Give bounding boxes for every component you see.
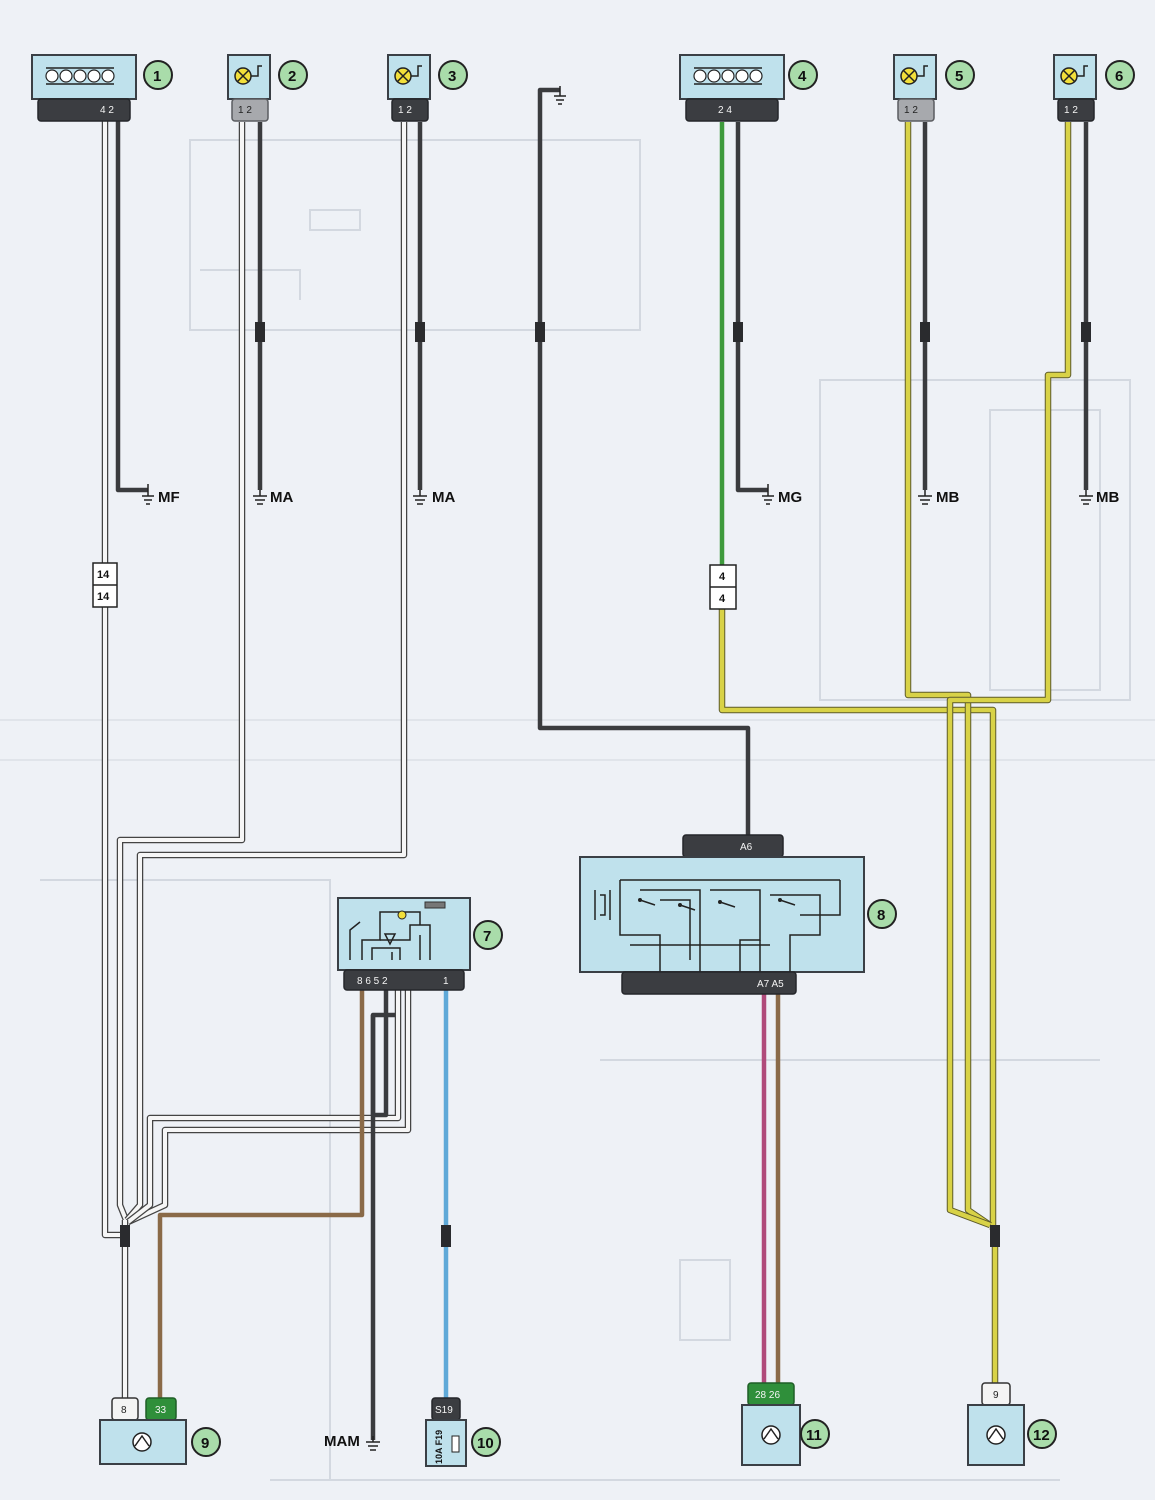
ground-top xyxy=(554,86,566,105)
pin-label: A6 xyxy=(740,842,753,853)
pin-label: 8 xyxy=(121,1405,127,1416)
badge-circle xyxy=(191,1427,221,1457)
bulb-cluster-icon xyxy=(45,67,115,85)
component-number: 7 xyxy=(483,928,491,945)
bulb-icon xyxy=(394,65,422,85)
splice xyxy=(415,322,425,342)
component-2: 1 2 2 xyxy=(227,54,308,122)
badge-circle xyxy=(473,920,503,950)
ground-mg: MG xyxy=(762,484,802,506)
component-7: 8 6 5 2 1 7 xyxy=(337,897,503,991)
component-1: 4 2 1 xyxy=(31,54,173,122)
pin-label: 9 xyxy=(993,1390,999,1401)
pin-label: 1 2 xyxy=(904,105,918,116)
pin-label: 1 xyxy=(443,976,449,987)
ground-mam: MAM xyxy=(324,1433,380,1451)
component-5: 1 2 5 xyxy=(893,54,975,122)
bulb-icon xyxy=(1060,65,1088,85)
bulb-cluster-icon xyxy=(693,67,763,85)
component-number: 4 xyxy=(798,68,807,85)
inline-pin-label: 14 xyxy=(97,591,110,603)
pin-label: 2 4 xyxy=(718,105,732,116)
splice xyxy=(535,322,545,342)
badge-circle xyxy=(471,1427,501,1457)
component-8: A6 A7 A5 8 xyxy=(579,834,897,995)
splice xyxy=(441,1225,451,1247)
component-number: 10 xyxy=(477,1435,494,1452)
splice xyxy=(120,1225,130,1247)
ground-label: MAM xyxy=(324,1433,360,1450)
switch-circuit-icon xyxy=(594,879,841,972)
component-4: 2 4 4 xyxy=(679,54,818,122)
component-number: 8 xyxy=(877,907,885,924)
fuse-icon xyxy=(451,1435,460,1453)
ground-label: MB xyxy=(1096,489,1119,506)
component-number: 5 xyxy=(955,68,963,85)
component-number: 11 xyxy=(806,1427,822,1444)
badge-circle xyxy=(867,899,897,929)
splice xyxy=(1081,322,1091,342)
ground-ma-2: MA xyxy=(413,489,455,506)
component-number: 6 xyxy=(1115,68,1123,85)
relay-circuit-icon xyxy=(349,901,446,960)
ground-mf: MF xyxy=(142,484,180,506)
pin-label: 33 xyxy=(155,1405,167,1416)
pin-label: 1 2 xyxy=(1064,105,1078,116)
pin-label: 1 2 xyxy=(398,105,412,116)
splice xyxy=(255,322,265,342)
badge-circle xyxy=(945,60,975,90)
pin-label: 4 2 xyxy=(100,105,114,116)
fuse-rating: 10A F19 xyxy=(434,1430,444,1464)
pin-label: 28 26 xyxy=(755,1390,780,1401)
ground-label: MB xyxy=(936,489,959,506)
pin-label: 1 2 xyxy=(238,105,252,116)
badge-circle xyxy=(438,60,468,90)
component-9: 8 33 9 xyxy=(99,1397,221,1465)
badge-circle xyxy=(788,60,818,90)
ecu-icon xyxy=(132,1432,152,1452)
pin-label: 8 6 5 2 xyxy=(357,976,388,987)
splice xyxy=(733,322,743,342)
badge-circle xyxy=(1105,60,1135,90)
ground-label: MA xyxy=(270,489,293,506)
component-number: 9 xyxy=(201,1435,209,1452)
badge-circle xyxy=(1027,1419,1057,1449)
ground-label: MA xyxy=(432,489,455,506)
inline-pin-label: 4 xyxy=(719,571,726,583)
ground-label: MG xyxy=(778,489,802,506)
ground-label: MF xyxy=(158,489,180,506)
wires xyxy=(101,87,1091,1440)
splice xyxy=(990,1225,1000,1247)
pin-label: S19 xyxy=(435,1405,453,1416)
bulb-icon xyxy=(234,65,262,85)
inline-connector-14: 14 14 xyxy=(92,562,118,608)
inline-pin-label: 14 xyxy=(97,569,110,581)
ground-mb-1: MB xyxy=(918,489,959,506)
pin-label: A7 A5 xyxy=(757,979,784,990)
component-number: 12 xyxy=(1033,1427,1050,1444)
component-12: 9 12 xyxy=(967,1382,1057,1466)
bulb-icon xyxy=(900,65,928,85)
ground-symbols: MF MA MA MG MB MB MAM xyxy=(142,86,1119,1451)
badge-circle xyxy=(143,60,173,90)
component-10: S19 10A F19 10 xyxy=(425,1397,501,1467)
ecu-icon xyxy=(986,1425,1006,1445)
ground-ma-1: MA xyxy=(253,489,293,506)
component-6: 1 2 6 xyxy=(1053,54,1135,122)
component-number: 3 xyxy=(448,68,456,85)
inline-pin-label: 4 xyxy=(719,593,726,605)
component-number: 1 xyxy=(153,68,161,85)
component-11: 28 26 11 xyxy=(741,1382,830,1466)
background-showthrough xyxy=(0,139,1155,1481)
splice xyxy=(920,322,930,342)
ecu-icon xyxy=(761,1425,781,1445)
component-number: 2 xyxy=(288,68,296,85)
ground-mb-2: MB xyxy=(1079,489,1119,506)
badge-circle xyxy=(800,1419,830,1449)
badge-circle xyxy=(278,60,308,90)
inline-connector-4: 4 4 xyxy=(709,564,737,610)
component-3: 1 2 3 xyxy=(387,54,468,122)
